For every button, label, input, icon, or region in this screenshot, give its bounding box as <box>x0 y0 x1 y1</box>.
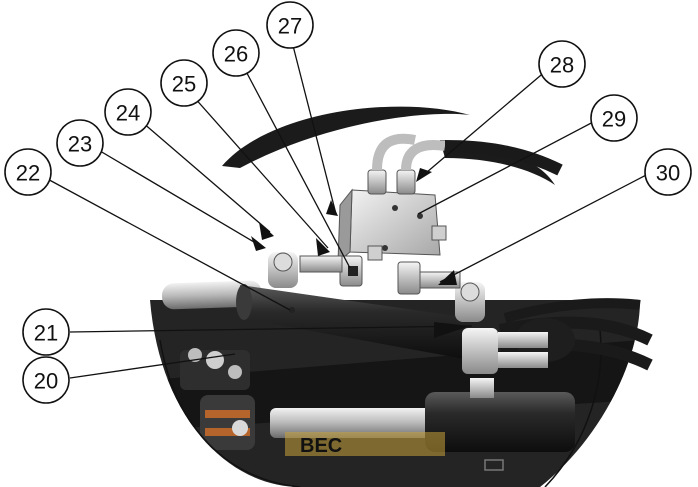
callout-29: 29 <box>590 94 638 142</box>
leader-20 <box>69 353 236 379</box>
arrowhead-24 <box>259 222 274 240</box>
callout-29-label: 29 <box>602 107 626 132</box>
callout-21-label: 21 <box>34 321 58 346</box>
arrowhead-23 <box>251 236 266 251</box>
arrowhead-30 <box>438 270 457 285</box>
callout-25: 25 <box>160 59 208 107</box>
machine-brand-label: BEC <box>300 435 342 457</box>
leader-25 <box>184 86 329 249</box>
leader-21 <box>69 325 473 333</box>
leader-23 <box>94 147 265 249</box>
callout-27-label: 27 <box>278 14 302 39</box>
arrowhead-28 <box>416 168 432 182</box>
arrowheads <box>251 168 470 338</box>
lower-fittings <box>462 328 548 398</box>
callout-24: 24 <box>104 88 152 136</box>
callout-28-label: 28 <box>550 53 574 78</box>
callout-28: 28 <box>538 40 586 88</box>
leader-28 <box>419 69 548 179</box>
leader-27 <box>288 29 337 215</box>
callout-24-label: 24 <box>116 101 140 126</box>
callout-30-label: 30 <box>656 161 680 186</box>
rod-end-right <box>455 282 485 322</box>
callout-21: 21 <box>22 308 70 356</box>
callout-23: 23 <box>56 119 104 167</box>
callout-20: 20 <box>22 356 70 404</box>
leader-29 <box>417 119 598 215</box>
valve-block <box>299 133 563 295</box>
rod-end-left <box>268 252 298 288</box>
arrowhead-27 <box>326 200 338 216</box>
arrowhead-25 <box>316 238 330 256</box>
callout-26-label: 26 <box>224 42 248 67</box>
arrowhead-21 <box>434 322 470 338</box>
callout-26: 26 <box>212 29 260 77</box>
bowl-outline-left <box>159 339 301 487</box>
callout-25-label: 25 <box>172 72 196 97</box>
callout-20-label: 20 <box>34 369 58 394</box>
callout-30: 30 <box>644 148 692 196</box>
leader-lines <box>41 29 653 379</box>
leader-24 <box>134 115 271 233</box>
callout-22: 22 <box>4 148 52 196</box>
callout-27: 27 <box>266 1 314 49</box>
leader-26 <box>239 59 351 269</box>
callout-22-label: 22 <box>16 161 40 186</box>
callout-23-label: 23 <box>68 132 92 157</box>
leader-30 <box>439 171 653 283</box>
leader-22 <box>41 175 291 311</box>
hydraulic-cylinder <box>161 280 470 360</box>
